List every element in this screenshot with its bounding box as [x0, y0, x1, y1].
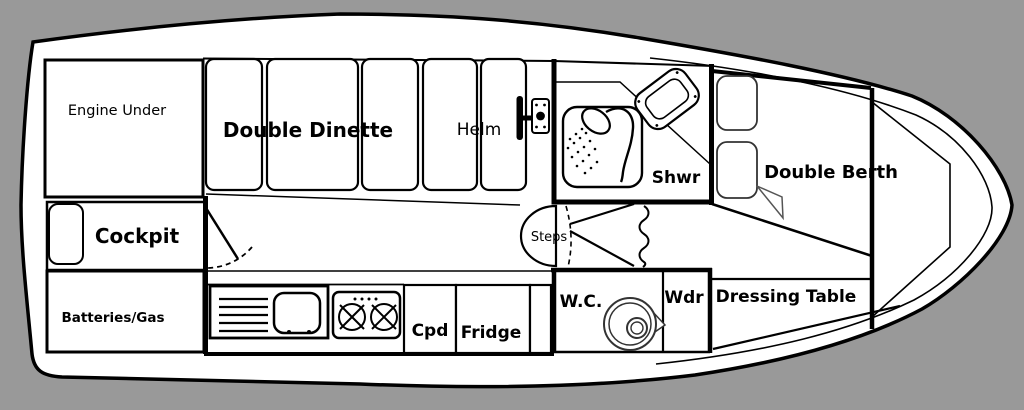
wardrobe-label: Wdr: [664, 288, 704, 308]
wardrobe-room: [663, 267, 713, 354]
seat-cushion: [265, 57, 360, 192]
locker-box: [528, 283, 553, 355]
shower-tray: [561, 105, 644, 189]
dinette-seats: [204, 57, 528, 192]
sink-unit-icon: [208, 284, 330, 340]
berth-front-edge: [711, 202, 873, 258]
dinette-label: Double Dinette: [223, 118, 393, 142]
toilet-icon: [603, 297, 667, 351]
batteries-gas-label: Batteries/Gas: [61, 310, 164, 326]
wc-door-swing: [565, 205, 572, 268]
companionway-lines: [569, 202, 635, 267]
cupboard-box: [402, 283, 458, 355]
helm-wheel-icon: [516, 96, 531, 140]
shower-head-icon: [566, 107, 635, 183]
wc-room: [551, 267, 665, 354]
helm-label: Helm: [457, 120, 502, 140]
seat-cushion: [479, 57, 528, 192]
cabin-door: [204, 207, 240, 260]
basin-icon: [634, 67, 700, 131]
stove-icon: [331, 290, 402, 340]
cabin-door-swing-arc: [205, 246, 253, 269]
engine-room: [43, 58, 205, 199]
seat-cushion: [360, 57, 420, 192]
double-berth-label: Double Berth: [764, 162, 898, 183]
helm-panel-icon: [531, 98, 550, 134]
curtain-squiggle: [638, 205, 650, 268]
engine-room-label: Engine Under: [68, 103, 166, 119]
fridge-box: [454, 283, 532, 355]
cockpit-locker: [48, 203, 84, 265]
dressing-table-bottom-edge: [712, 304, 901, 351]
dressing-table-label: Dressing Table: [716, 287, 857, 307]
berth-top-wall: [711, 69, 872, 90]
shower-label: Shwr: [652, 168, 701, 188]
cabin-floor-line: [205, 193, 521, 206]
steps-label: Steps: [531, 230, 568, 245]
fridge-label: Fridge: [461, 323, 522, 343]
cupboard-label: Cpd: [412, 321, 449, 341]
berth-cushion: [716, 141, 758, 199]
wc-label: W.C.: [560, 292, 603, 312]
cockpit-label: Cockpit: [95, 224, 180, 248]
steps-shape: [519, 204, 558, 268]
berth-cushion: [716, 75, 758, 131]
seat-cushion: [421, 57, 479, 192]
seat-cushion: [204, 57, 264, 192]
inner-hull-line: [649, 57, 993, 365]
berth-bow-platform-edge: [871, 101, 951, 318]
shower-floor-edge: [556, 81, 711, 165]
mattress-fold-corner: [756, 185, 784, 221]
